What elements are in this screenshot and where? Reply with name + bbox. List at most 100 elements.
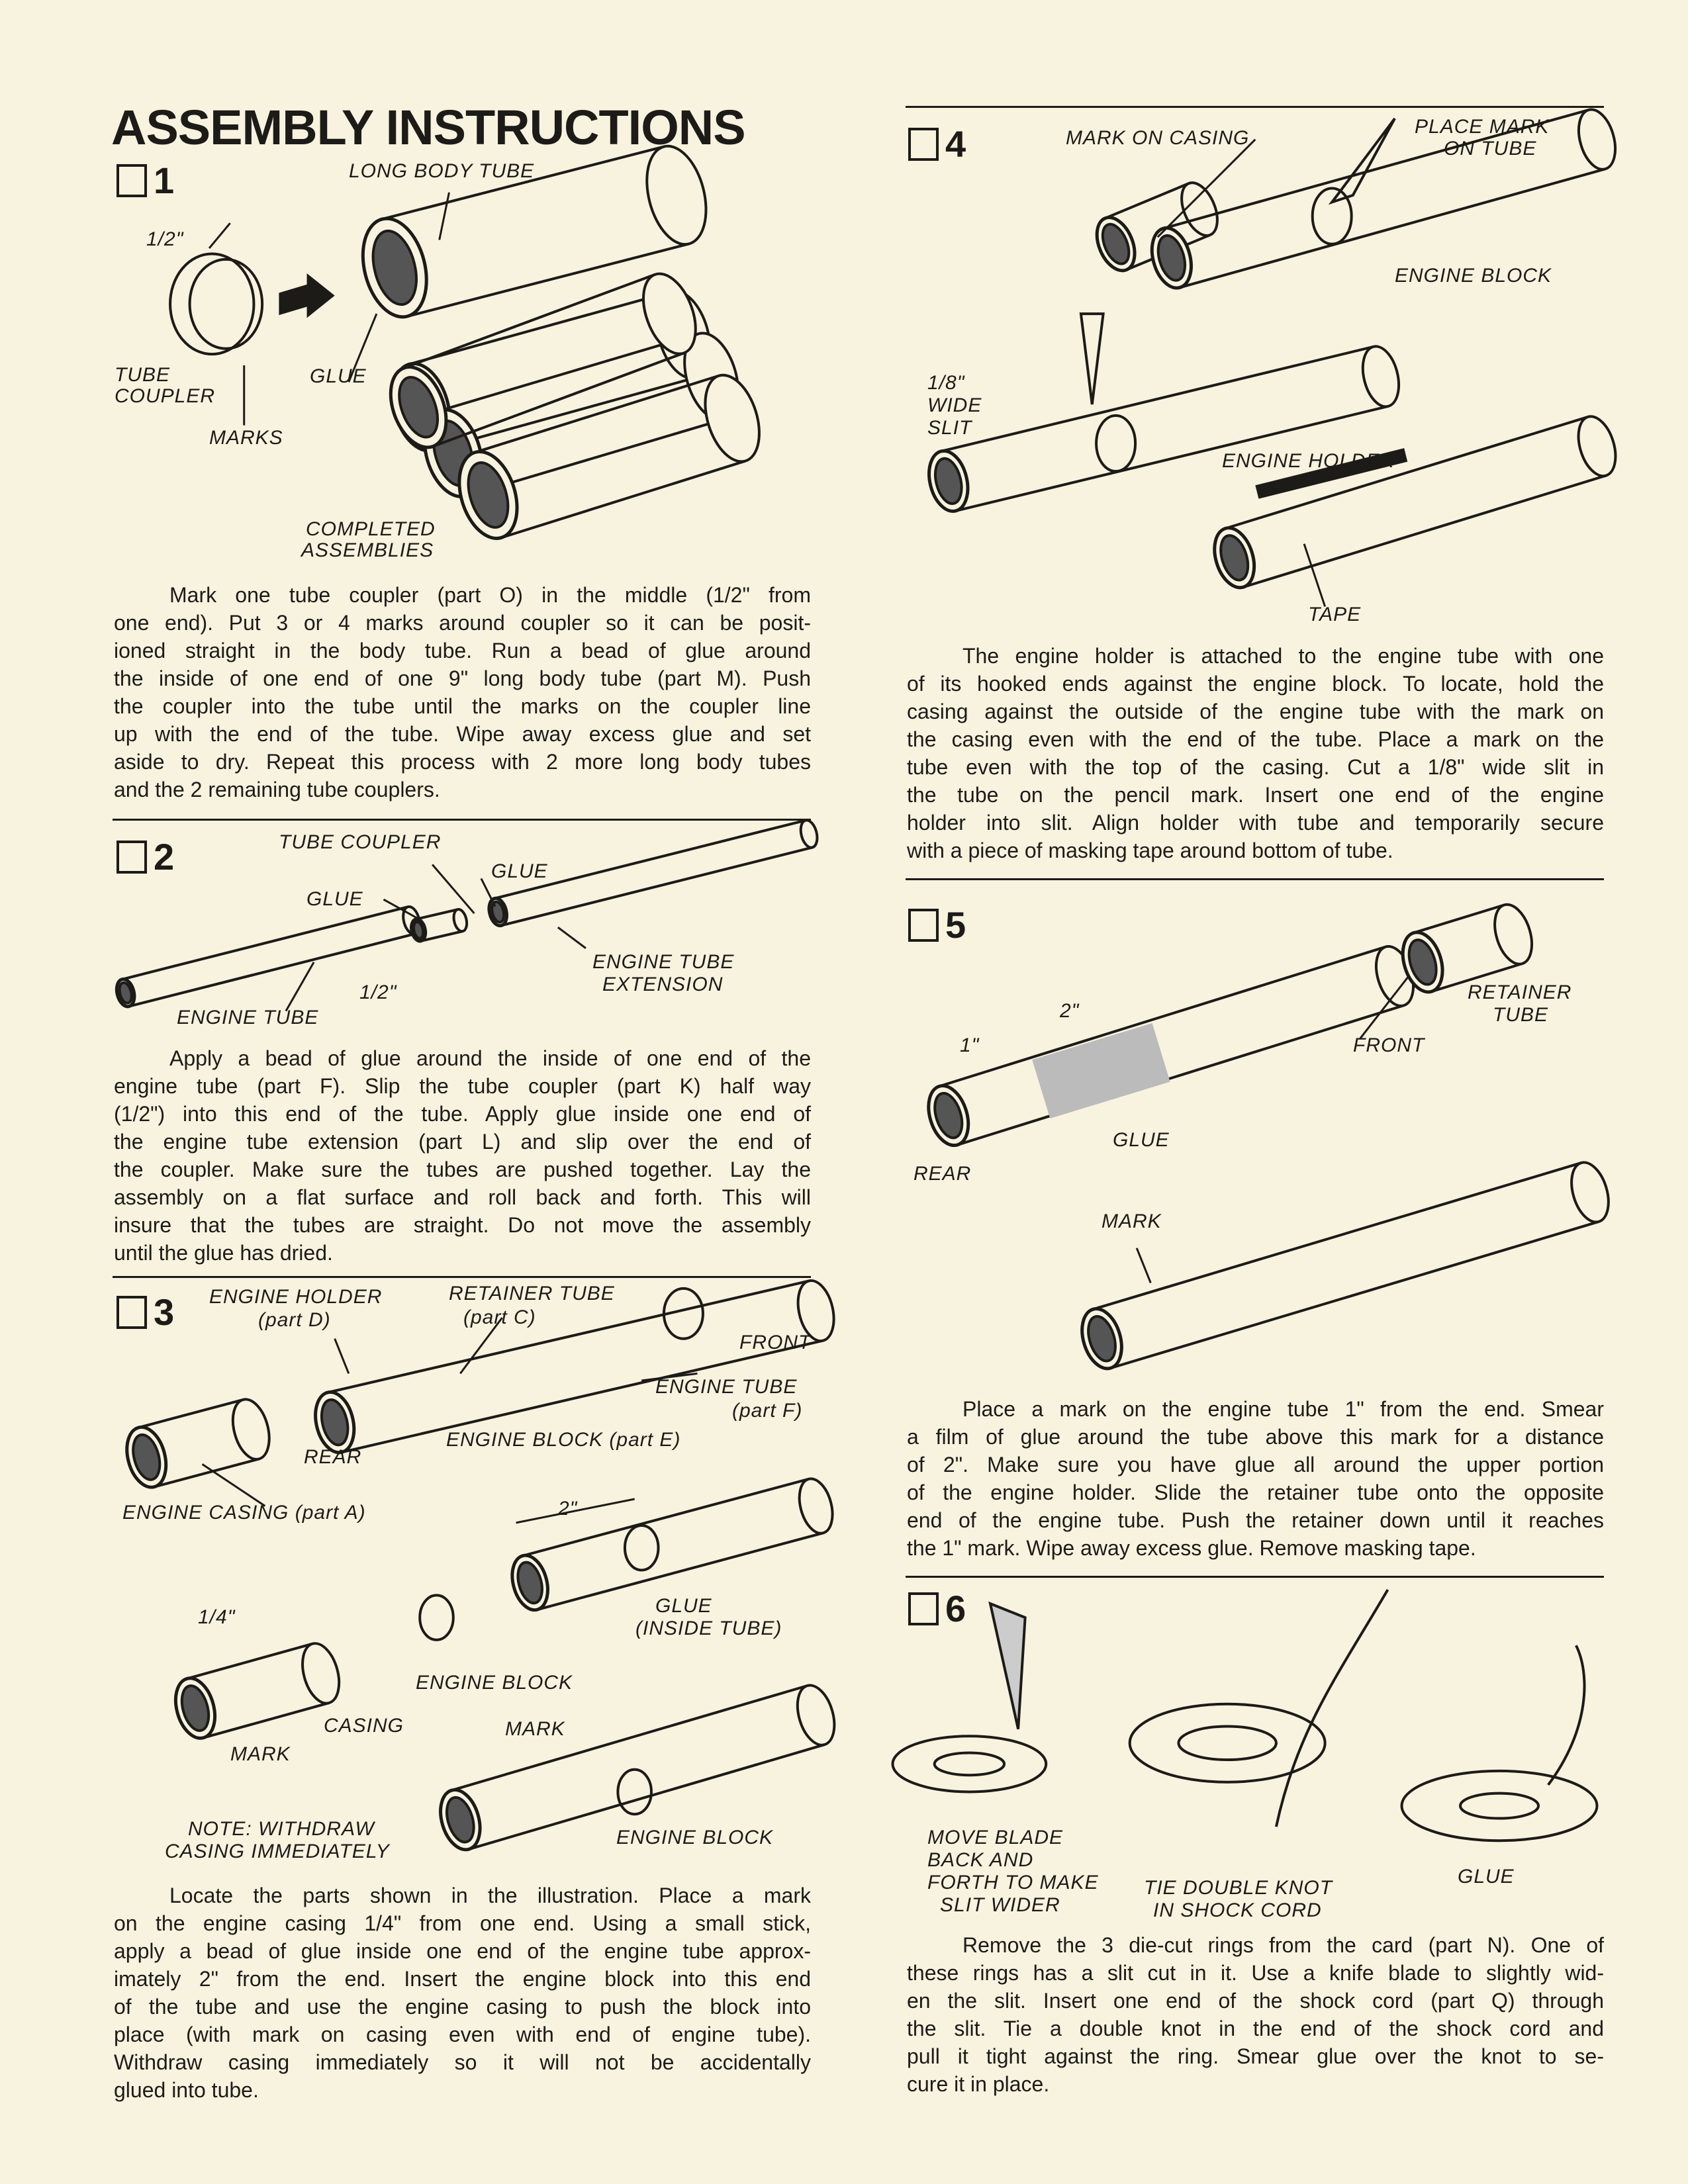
- label-casing: CASING: [324, 1715, 404, 1737]
- instruction-line: ioned straight in the body tube. Run a b…: [114, 639, 811, 662]
- instruction-line: Apply a bead of glue around the inside o…: [169, 1046, 811, 1070]
- label-inside-tube: (INSIDE TUBE): [635, 1617, 782, 1639]
- label-two-inch: 2": [1060, 1000, 1080, 1022]
- label-engine-block: ENGINE BLOCK: [616, 1827, 774, 1848]
- leader-line: [201, 1463, 266, 1507]
- instruction-line: apply a bead of glue inside one end of t…: [114, 1939, 811, 1963]
- label-mark-on-casing: MARK ON CASING: [1066, 127, 1250, 149]
- step-4-header: 4: [908, 122, 966, 165]
- label-glue: GLUE: [491, 860, 548, 882]
- instruction-line: and the 2 remaining tube couplers.: [114, 778, 440, 801]
- label-retainer-tube: RETAINER TUBE: [449, 1283, 615, 1304]
- tube-bore: [1101, 222, 1131, 265]
- engine-casing: [138, 1398, 259, 1488]
- instruction-line: cure it in place.: [907, 2072, 1050, 2096]
- instruction-line: end of the engine tube. Push the retaine…: [907, 1508, 1604, 1532]
- tube-end: [1577, 415, 1617, 478]
- leader-line: [516, 1498, 635, 1524]
- instruction-line: The engine holder is attached to the eng…: [962, 644, 1604, 668]
- step-1-checkbox[interactable]: [117, 163, 147, 197]
- instruction-line: until the glue has dried.: [114, 1241, 333, 1265]
- instruction-line: the casing even with the end of the tube…: [907, 727, 1604, 751]
- instruction-line: pull it tight against the ring. Smear gl…: [907, 2044, 1604, 2068]
- instruction-line: glued into tube.: [114, 2078, 259, 2102]
- leader-line: [459, 1317, 503, 1375]
- step-2-instructions: Apply a bead of glue around the inside o…: [114, 1044, 811, 1267]
- engine-block: [623, 1524, 660, 1572]
- instruction-line: (1/2") into this end of the tube. Apply …: [114, 1102, 811, 1126]
- tube-coupler: [415, 908, 463, 942]
- engine-tube: [1092, 1161, 1599, 1370]
- step-2-checkbox[interactable]: [117, 840, 147, 874]
- instruction-line: holder into slit. Align holder with tube…: [907, 811, 1604, 835]
- label-note: CASING IMMEDIATELY: [165, 1841, 390, 1862]
- tube-end: [1361, 345, 1401, 408]
- instruction-line: the coupler. Make sure the tubes are pus…: [114, 1158, 811, 1181]
- step-5-checkbox[interactable]: [908, 908, 939, 942]
- label-glue: GLUE: [310, 365, 367, 387]
- label-completed: COMPLETED: [306, 518, 436, 540]
- step-3-checkbox[interactable]: [117, 1295, 147, 1329]
- label-move-blade: MOVE BLADE: [927, 1827, 1064, 1848]
- step-5-instructions: Place a mark on the engine tube 1" from …: [907, 1395, 1604, 1562]
- step-3-instructions: Locate the parts shown in the illustrati…: [114, 1882, 811, 2104]
- label-glue: GLUE: [655, 1595, 712, 1617]
- die-cut-ring: [1400, 1769, 1599, 1843]
- die-cut-ring: [891, 1735, 1048, 1794]
- label-one-inch: 1": [960, 1034, 980, 1056]
- tube-bore: [467, 461, 510, 529]
- step-number: 2: [154, 836, 175, 878]
- tube-bore: [118, 981, 133, 1005]
- engine-holder: [1255, 448, 1408, 499]
- long-body-tube: [381, 145, 690, 318]
- engine-tube: [327, 1279, 823, 1454]
- pencil-icon: [1079, 312, 1105, 405]
- tube-end: [798, 1477, 834, 1535]
- leader-line: [1156, 138, 1256, 238]
- leader-line: [1359, 975, 1410, 1040]
- step-6-checkbox[interactable]: [908, 1592, 939, 1625]
- tube-bore: [1219, 534, 1250, 582]
- instruction-line: Mark one tube coupler (part O) in the mi…: [169, 583, 811, 607]
- instruction-line: Remove the 3 die-cut rings from the card…: [962, 1933, 1604, 1957]
- ring-hole: [1177, 1725, 1278, 1762]
- divider: [906, 878, 1604, 880]
- divider: [113, 819, 811, 821]
- step-4-checkbox[interactable]: [908, 127, 939, 161]
- instruction-line: on the engine casing 1/4" from one end. …: [114, 1911, 811, 1935]
- leader-line: [432, 864, 475, 915]
- leader-line: [641, 1372, 698, 1382]
- tube-bore: [398, 375, 439, 439]
- tube-end: [796, 1279, 835, 1343]
- instruction-line: the coupler into the tube until the mark…: [114, 694, 811, 718]
- step-5-header: 5: [908, 903, 966, 946]
- label-front: FRONT: [739, 1332, 812, 1353]
- instruction-line: one end). Put 3 or 4 marks around couple…: [114, 611, 811, 635]
- retainer-tube: [662, 1287, 704, 1340]
- leader-line: [383, 898, 422, 921]
- instruction-line: imately 2" from the end. Insert the engi…: [114, 1967, 811, 1991]
- tube-bore: [491, 900, 506, 924]
- label-retainer: RETAINER: [1468, 981, 1572, 1003]
- casing: [187, 1642, 330, 1739]
- instruction-line: the engine tube extension (part L) and s…: [114, 1130, 811, 1154]
- engine-tube: [121, 905, 416, 1008]
- label-half-inch: 1/2": [359, 981, 397, 1003]
- instruction-line: the inside of one end of one 9" long bod…: [114, 666, 811, 690]
- label-glue: GLUE: [306, 888, 363, 910]
- label-part-f: (part F): [732, 1400, 803, 1422]
- leader-line: [1303, 543, 1327, 608]
- label-half-inch: 1/2": [146, 228, 184, 250]
- instruction-line: tube even with the top of the casing. Cu…: [907, 755, 1604, 779]
- step-6-header: 6: [908, 1587, 966, 1630]
- label-two-inch: 2": [558, 1498, 578, 1520]
- tube-bore: [371, 229, 418, 306]
- tube: [451, 1684, 825, 1851]
- glue-area: [1032, 1023, 1170, 1118]
- tube-bore: [1407, 938, 1438, 986]
- leader-line: [348, 313, 378, 383]
- label-engine-holder: ENGINE HOLDER: [1222, 450, 1395, 472]
- tube-bore: [1087, 1314, 1117, 1363]
- label-slit: 1/8": [927, 372, 965, 394]
